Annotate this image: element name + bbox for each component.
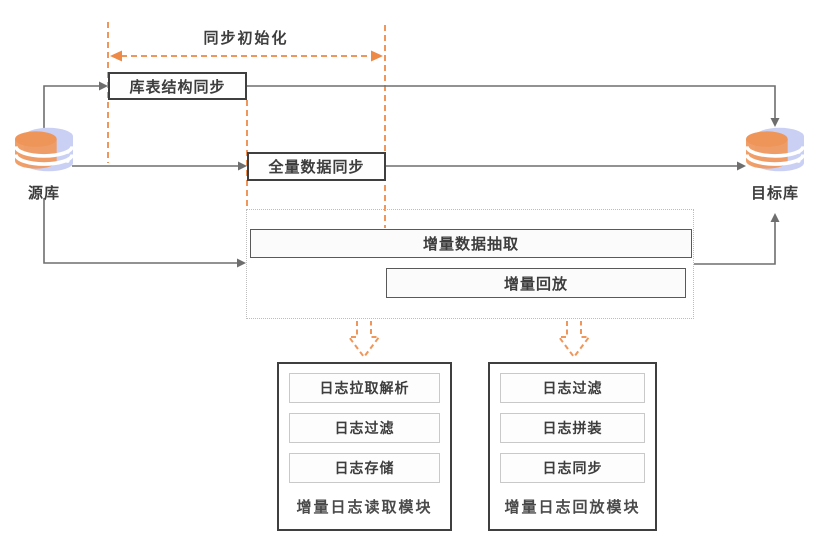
target-db-label: 目标库 [750, 185, 799, 202]
incremental-log-replayer-module: 日志过滤 日志拼装 日志同步 增量日志回放模块 [488, 362, 657, 531]
reader-module-item: 日志存储 [289, 453, 440, 483]
connector-schema-sync-to-target [247, 85, 776, 118]
connector-source-to-schema-sync-arrowhead-icon [99, 81, 108, 91]
connector-source-to-incremental-group-arrowhead-icon [237, 258, 246, 268]
replayer-module-item: 日志同步 [500, 453, 645, 483]
source-database-icon [15, 127, 73, 172]
source-db-label: 源库 [27, 185, 60, 202]
dashed-arrow-to-replayer-module-icon [557, 321, 591, 359]
reader-module-item: 日志过滤 [289, 413, 440, 443]
phase-label: 同步初始化 [203, 30, 289, 47]
connector-source-to-schema-sync [43, 85, 99, 128]
connector-incremental-group-to-target [694, 222, 776, 265]
reader-module-title: 增量日志读取模块 [296, 499, 433, 516]
connector-full-sync-to-target-arrowhead-icon [737, 161, 746, 171]
incremental-sync-group [246, 209, 694, 319]
replayer-module-title: 增量日志回放模块 [504, 499, 641, 516]
phase-span-right-arrowhead-icon [371, 50, 383, 62]
full-data-sync-step: 全量数据同步 [247, 152, 386, 181]
phase-span-left-arrowhead-icon [110, 50, 122, 62]
reader-module-item: 日志拉取解析 [289, 373, 440, 403]
target-database-icon [746, 127, 804, 172]
connector-incremental-group-to-target-arrowhead-icon [770, 213, 780, 222]
connector-source-to-full-sync-arrowhead-icon [238, 161, 247, 171]
replayer-module-item: 日志拼装 [500, 413, 645, 443]
incremental-log-reader-module: 日志拉取解析 日志过滤 日志存储 增量日志读取模块 [277, 362, 452, 531]
replayer-module-item: 日志过滤 [500, 373, 645, 403]
incremental-extract-step: 增量数据抽取 [250, 229, 692, 258]
connector-source-to-incremental-group [43, 198, 237, 264]
schema-sync-step: 库表结构同步 [108, 72, 247, 100]
incremental-replay-step: 增量回放 [386, 268, 686, 298]
dashed-arrow-to-reader-module-icon [347, 321, 381, 359]
